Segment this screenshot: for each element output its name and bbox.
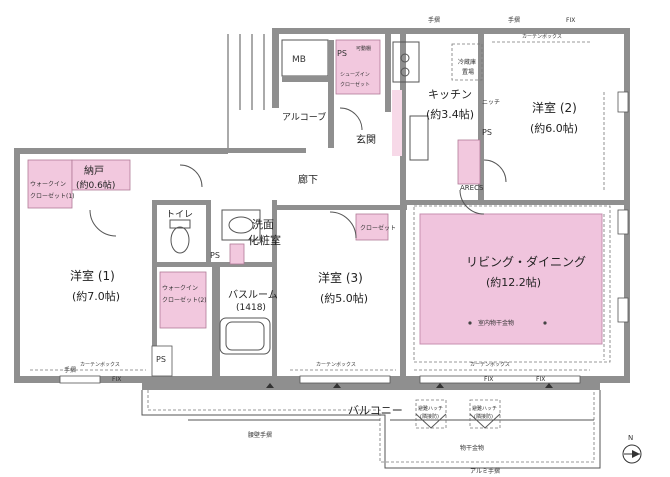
- kitchen-label: キッチン: [428, 88, 472, 101]
- washroom-label-1: 洗面: [252, 218, 274, 231]
- walkin-2-a: ウォークイン: [162, 284, 198, 292]
- mb-label: MB: [292, 55, 306, 65]
- compass: [622, 444, 642, 464]
- balcony-label: バルコニー: [348, 404, 403, 417]
- corridor-label: 廊下: [298, 173, 318, 186]
- curtain-box-room2: カーテンボックス: [522, 33, 562, 40]
- bathroom-label: バスルーム: [228, 289, 278, 301]
- room-1-label: 洋室 (1): [70, 268, 115, 283]
- storage-label: 納戸: [84, 164, 104, 177]
- ps-label-entrance: PS: [337, 49, 347, 58]
- fix-living-2: FIX: [536, 376, 545, 383]
- aluminum-handrail: アルミ手摺: [470, 467, 500, 475]
- drying-hardware: 物干金物: [460, 444, 484, 452]
- storage-fills: [27, 39, 481, 329]
- room-3-area: (約5.0帖): [320, 291, 368, 305]
- hatch-left-a: 避難ハッチ: [418, 405, 443, 412]
- ps-label-room1: PS: [156, 355, 166, 364]
- hatch-left-b: (隣接防): [420, 413, 439, 420]
- interior-walls: [151, 34, 624, 377]
- handrail-room2: 手摺: [508, 16, 520, 24]
- hatch-right-b: (隣接防): [474, 413, 493, 420]
- balcony-outline: [141, 383, 601, 469]
- waist-handrail: 腰壁手摺: [248, 431, 272, 439]
- walkin-1-a: ウォークイン: [30, 180, 66, 188]
- living-label: リビング・ダイニング: [466, 254, 586, 269]
- fridge-b: 置場: [462, 68, 474, 76]
- outer-walls: [14, 28, 630, 383]
- curtain-box-living: カーテンボックス: [470, 361, 510, 368]
- shoes-b: クローゼット: [340, 81, 370, 88]
- handrail-room1: 手摺: [64, 366, 76, 374]
- kitchen-area: (約3.4帖): [426, 107, 474, 121]
- room-2-label: 洋室 (2): [532, 100, 577, 115]
- ps-label-kitchen: PS: [482, 128, 492, 137]
- walkin-2-b: クローゼット(2): [162, 296, 207, 304]
- room-2-area: (約6.0帖): [530, 121, 578, 135]
- living-area: (約12.2帖): [486, 275, 541, 289]
- fix-room2: FIX: [566, 17, 575, 24]
- indoor-drying: 室内物干金物: [478, 319, 514, 327]
- handrail-kitchen: 手摺: [428, 16, 440, 24]
- bathroom-size: (1418): [236, 303, 266, 313]
- niche-label: ニッチ: [482, 99, 500, 106]
- curtain-box-room1: カーテンボックス: [80, 361, 120, 368]
- closet-3-label: クローゼット: [360, 224, 396, 232]
- alcove-label: アルコーブ: [282, 111, 326, 123]
- compass-n: N: [628, 434, 633, 442]
- entrance-label: 玄関: [356, 133, 376, 146]
- ps-label-bath: PS: [210, 251, 220, 260]
- fix-room1: FIX: [112, 376, 121, 383]
- text-labels: 洋室 (1) (約7.0帖) 洋室 (2) (約6.0帖) 洋室 (3) (約5…: [30, 16, 633, 475]
- washroom-label-2: 化粧室: [248, 233, 281, 247]
- fixtures: [30, 41, 629, 429]
- fridge-a: 冷蔵庫: [458, 58, 476, 66]
- arecs-label: ARECS: [460, 184, 484, 192]
- movable-shelf: 可動棚: [356, 45, 371, 52]
- room-1-area: (約7.0帖): [72, 289, 120, 303]
- toilet-label: トイレ: [166, 210, 193, 220]
- shoes-a: シューズイン: [340, 71, 370, 78]
- living-dining-area: [419, 213, 603, 345]
- storage-area: (約0.6帖): [76, 179, 115, 191]
- fix-living-1: FIX: [484, 376, 493, 383]
- room-3-label: 洋室 (3): [318, 270, 363, 285]
- walkin-1-b: クローゼット(1): [30, 192, 75, 200]
- hatch-right-a: 避難ハッチ: [472, 405, 497, 412]
- curtain-box-room3: カーテンボックス: [316, 361, 356, 368]
